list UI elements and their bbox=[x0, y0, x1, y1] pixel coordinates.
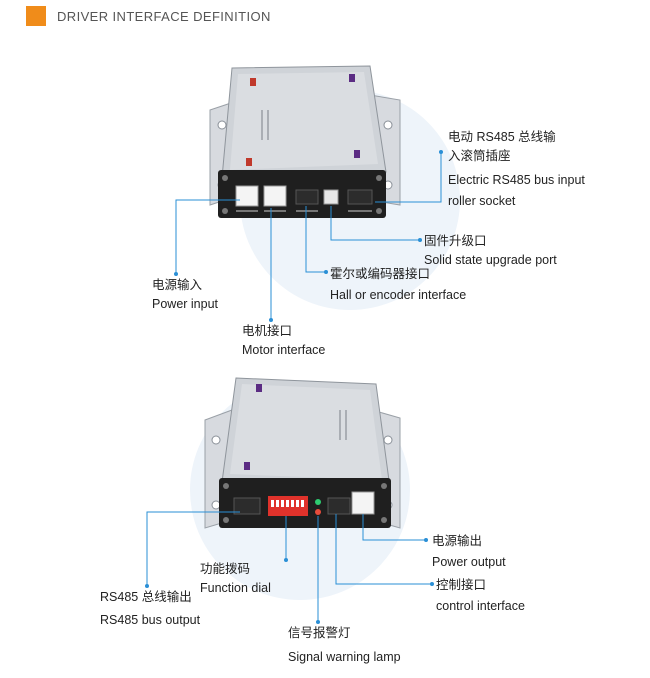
hall-connector bbox=[295, 189, 319, 205]
firmware-port-en: Solid state upgrade port bbox=[424, 253, 557, 267]
motor-connector bbox=[263, 185, 287, 207]
callout-firmware-port: 固件升级口 Solid state upgrade port bbox=[424, 232, 557, 270]
hall-encoder-en: Hall or encoder interface bbox=[330, 288, 467, 302]
section-title: DRIVER INTERFACE DEFINITION bbox=[57, 8, 271, 24]
power-output-zh: 电源输出 bbox=[432, 534, 483, 548]
callout-power-input: 电源输入 Power input bbox=[152, 276, 218, 314]
rs485-out-connector bbox=[233, 497, 261, 515]
motor-interface-zh: 电机接口 bbox=[242, 324, 293, 338]
signal-lamp-zh: 信号报警灯 bbox=[288, 626, 351, 640]
callout-control-interface: 控制接口 control interface bbox=[436, 576, 525, 616]
callout-rs485-output: RS485 总线输出 RS485 bus output bbox=[100, 588, 200, 630]
callout-power-output: 电源输出 Power output bbox=[432, 532, 506, 572]
bottom-callout-lines bbox=[146, 511, 432, 622]
power-input-en: Power input bbox=[152, 297, 219, 311]
rs485-in-connector bbox=[347, 189, 373, 205]
signal-lamp-en: Signal warning lamp bbox=[288, 650, 401, 664]
firmware-port-zh: 固件升级口 bbox=[424, 234, 487, 248]
top-callout-lines bbox=[175, 152, 442, 320]
rs485-input-en-line1: Electric RS485 bus input bbox=[448, 173, 585, 187]
section-header: DRIVER INTERFACE DEFINITION bbox=[26, 4, 271, 28]
rs485-input-en-line2: roller socket bbox=[448, 194, 516, 208]
function-dial-en: Function dial bbox=[200, 581, 271, 595]
bottom-device bbox=[204, 377, 401, 529]
signal-lamp-red bbox=[315, 509, 321, 515]
top-device bbox=[209, 65, 401, 218]
function-dial-zh: 功能拨码 bbox=[200, 562, 251, 576]
rs485-input-zh-line2: 入滚筒插座 bbox=[448, 149, 511, 163]
control-interface-zh: 控制接口 bbox=[436, 578, 487, 592]
power-output-en: Power output bbox=[432, 555, 506, 569]
power-output-connector bbox=[351, 491, 375, 515]
control-connector bbox=[327, 497, 351, 515]
power-input-connector bbox=[235, 185, 259, 207]
callout-hall-encoder: 霍尔或编码器接口 Hall or encoder interface bbox=[330, 265, 466, 305]
control-interface-en: control interface bbox=[436, 599, 525, 613]
power-input-zh: 电源输入 bbox=[152, 278, 203, 292]
callout-motor-interface: 电机接口 Motor interface bbox=[242, 322, 325, 360]
callout-function-dial: 功能拨码 Function dial bbox=[200, 560, 271, 598]
callout-signal-lamp: 信号报警灯 Signal warning lamp bbox=[288, 624, 401, 667]
rs485-output-zh: RS485 总线输出 bbox=[100, 590, 192, 604]
header-accent-square bbox=[26, 6, 46, 26]
signal-lamp-green bbox=[315, 499, 321, 505]
firmware-connector bbox=[323, 189, 339, 205]
rs485-output-en: RS485 bus output bbox=[100, 613, 201, 627]
motor-interface-en: Motor interface bbox=[242, 343, 326, 357]
callout-rs485-input: 电动 RS485 总线输 入滚筒插座 Electric RS485 bus in… bbox=[448, 128, 585, 211]
rs485-input-zh-line1: 电动 RS485 总线输 bbox=[448, 130, 556, 144]
hall-encoder-zh: 霍尔或编码器接口 bbox=[330, 267, 431, 281]
